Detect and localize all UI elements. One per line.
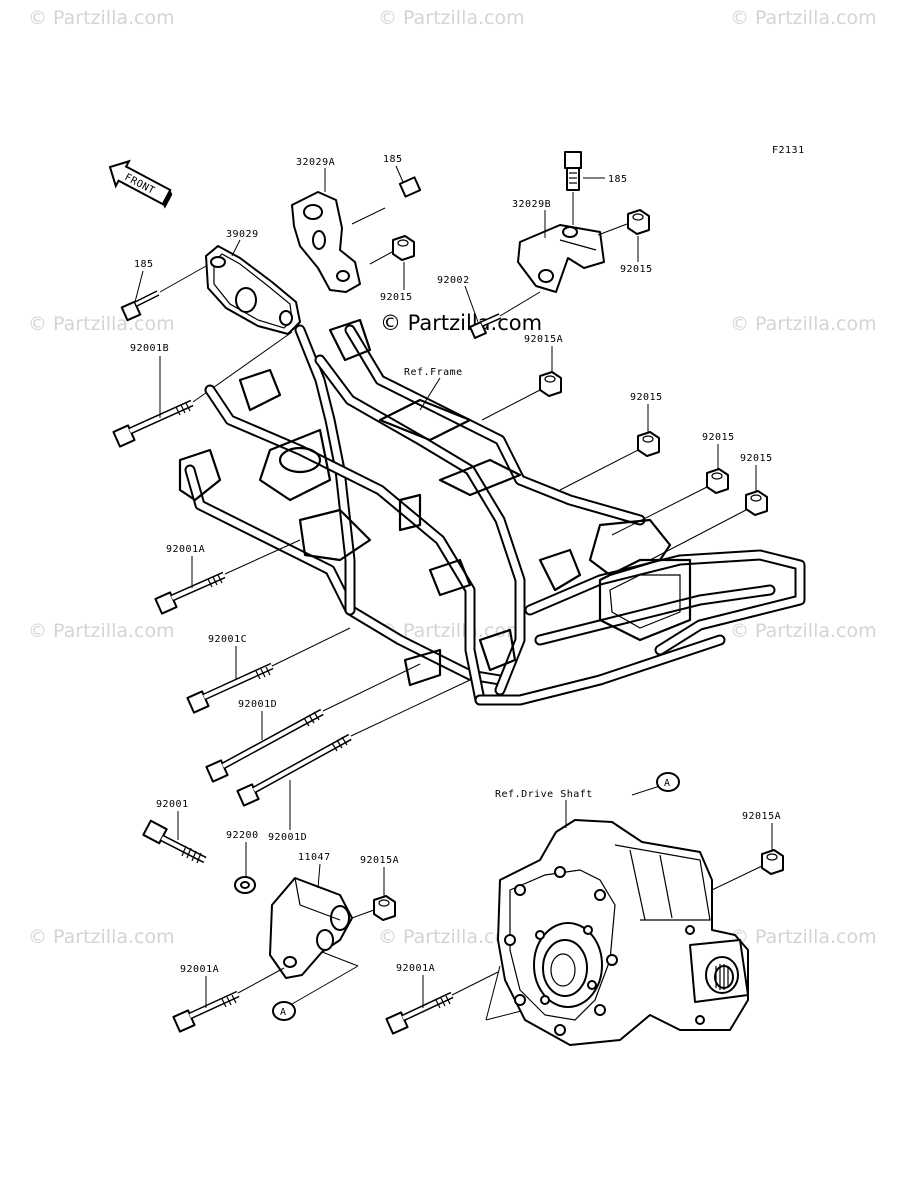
bolt-92001d-top <box>205 708 324 783</box>
leader-line <box>317 863 321 889</box>
leader-line <box>481 389 541 421</box>
bolt-92001a-bottom-mid <box>385 991 454 1035</box>
label-92002: 92002 <box>437 275 470 286</box>
leader-line <box>350 679 471 737</box>
label-92001b: 92001B <box>130 343 169 354</box>
nut-92015a-mid <box>373 895 396 921</box>
watermark-text: © Partzilla.com <box>730 620 877 642</box>
callout-a-left: A <box>272 951 359 1021</box>
watermark-text: © Partzilla.com <box>730 926 877 948</box>
leader-line <box>419 377 441 411</box>
label-92200: 92200 <box>226 830 259 841</box>
callout-a-right: A <box>656 772 680 792</box>
label-185-left: 185 <box>134 259 154 270</box>
watermark-text: © Partzilla.com <box>28 926 175 948</box>
leader-line <box>711 865 763 891</box>
callout-letter: A <box>280 1007 287 1018</box>
leader-line <box>611 486 708 536</box>
bolt-92001d-bottom <box>236 733 352 807</box>
label-92015-r2: 92015 <box>702 432 735 443</box>
bolt-92001c <box>186 662 274 714</box>
washer-92200 <box>234 876 256 894</box>
leader-line <box>631 785 661 796</box>
watermark-layer: © Partzilla.com © Partzilla.com © Partzi… <box>28 7 877 948</box>
nut-92015-r2 <box>706 468 729 494</box>
callout-letter: A <box>664 778 671 789</box>
drive-shaft-housing <box>497 819 749 1046</box>
bolt-92001 <box>142 819 207 864</box>
bolt-92002 <box>469 313 502 339</box>
leader-line <box>231 239 241 257</box>
leader-line <box>485 1009 526 1021</box>
center-watermark: © Partzilla.com <box>380 311 542 335</box>
watermark-text: © Partzilla.com <box>730 7 877 29</box>
leader-line <box>451 971 499 996</box>
leader-line <box>499 291 541 317</box>
label-92001d-bottom: 92001D <box>268 832 307 843</box>
bracket-32029a <box>291 191 361 293</box>
frame-assembly <box>178 318 806 706</box>
label-92001a-bottom-mid: 92001A <box>396 963 435 974</box>
label-92015-mid: 92015 <box>380 292 413 303</box>
watermark-text: © Partzilla.com <box>28 620 175 642</box>
nut-92015a-top <box>539 371 562 397</box>
front-arrow-icon: FRONT <box>108 159 173 209</box>
label-92015a-top: 92015A <box>524 334 563 345</box>
bolt-185-left <box>120 290 160 322</box>
label-92015a-right: 92015A <box>742 811 781 822</box>
label-32029a: 32029A <box>296 157 335 168</box>
leader-line <box>237 967 285 994</box>
ref-frame-label: Ref.Frame <box>404 367 463 378</box>
watermark-text: © Partzilla.com <box>28 313 175 335</box>
leader-line <box>159 265 207 293</box>
nut-92015-mid <box>392 235 415 261</box>
label-92001: 92001 <box>156 799 189 810</box>
leader-line <box>649 509 747 561</box>
nut-92015a-right <box>761 849 784 875</box>
bracket-11047 <box>269 877 353 979</box>
label-92001c: 92001C <box>208 634 247 645</box>
bolt-92001a-left <box>154 571 226 615</box>
leader-line <box>485 965 501 1021</box>
leader-line <box>224 539 301 575</box>
figure-code: F2131 <box>772 145 805 156</box>
nut-92015-r3 <box>745 490 768 516</box>
leader-line <box>559 449 639 491</box>
label-92015-r1: 92015 <box>630 392 663 403</box>
leader-line <box>351 909 375 919</box>
label-185-top: 185 <box>383 154 403 165</box>
bolt-92001a-bottom-left <box>172 990 240 1033</box>
label-185-right: 185 <box>608 174 628 185</box>
leader-line <box>395 165 404 183</box>
nut-92015-upper-right <box>627 209 650 235</box>
leader-line <box>597 223 628 236</box>
ref-drive-shaft-label: Ref.Drive Shaft <box>495 789 593 800</box>
label-32029b: 32029B <box>512 199 551 210</box>
label-92015-r3: 92015 <box>740 453 773 464</box>
label-92015a-mid: 92015A <box>360 855 399 866</box>
watermark-text: © Partzilla.com <box>378 7 525 29</box>
leader-line <box>351 207 386 225</box>
watermark-text: © Partzilla.com <box>28 7 175 29</box>
nut-92015-r1 <box>637 431 660 457</box>
bracket-32029b <box>517 224 605 293</box>
plate-39029 <box>205 245 301 335</box>
leader-line <box>134 270 144 303</box>
bolt-92001b <box>112 399 194 448</box>
leader-line <box>369 251 393 265</box>
bolt-185-right <box>564 151 582 191</box>
label-92015-upper-right: 92015 <box>620 264 653 275</box>
watermark-text: © Partzilla.com <box>378 926 525 948</box>
bolt-185-top <box>383 176 422 209</box>
leader-line <box>464 285 479 323</box>
label-92001a-left: 92001A <box>166 544 205 555</box>
label-92001a-bottom-left: 92001A <box>180 964 219 975</box>
watermark-text: © Partzilla.com <box>730 313 877 335</box>
leader-line <box>271 627 351 667</box>
leader-line <box>322 663 421 712</box>
label-39029: 39029 <box>226 229 259 240</box>
label-11047: 11047 <box>298 852 331 863</box>
label-92001d-top: 92001D <box>238 699 277 710</box>
